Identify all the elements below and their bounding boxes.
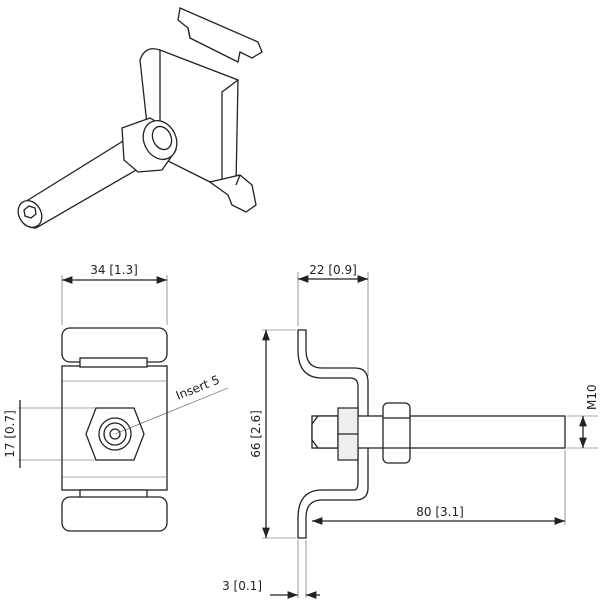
callout-thread: M10 <box>585 384 599 410</box>
dim-depth: 22 [0.9] <box>309 263 357 277</box>
isometric-view <box>17 7 263 229</box>
dim-height: 66 [2.6] <box>249 410 263 458</box>
callout-insert: Insert 5 <box>174 373 222 403</box>
side-view <box>262 272 598 599</box>
dim-thickness: 3 [0.1] <box>222 579 262 593</box>
front-view <box>18 275 229 532</box>
dim-width-front: 34 [1.3] <box>90 263 138 277</box>
dim-bolt-length: 80 [3.1] <box>416 505 464 519</box>
dim-hex-size: 17 [0.7] <box>3 410 17 458</box>
